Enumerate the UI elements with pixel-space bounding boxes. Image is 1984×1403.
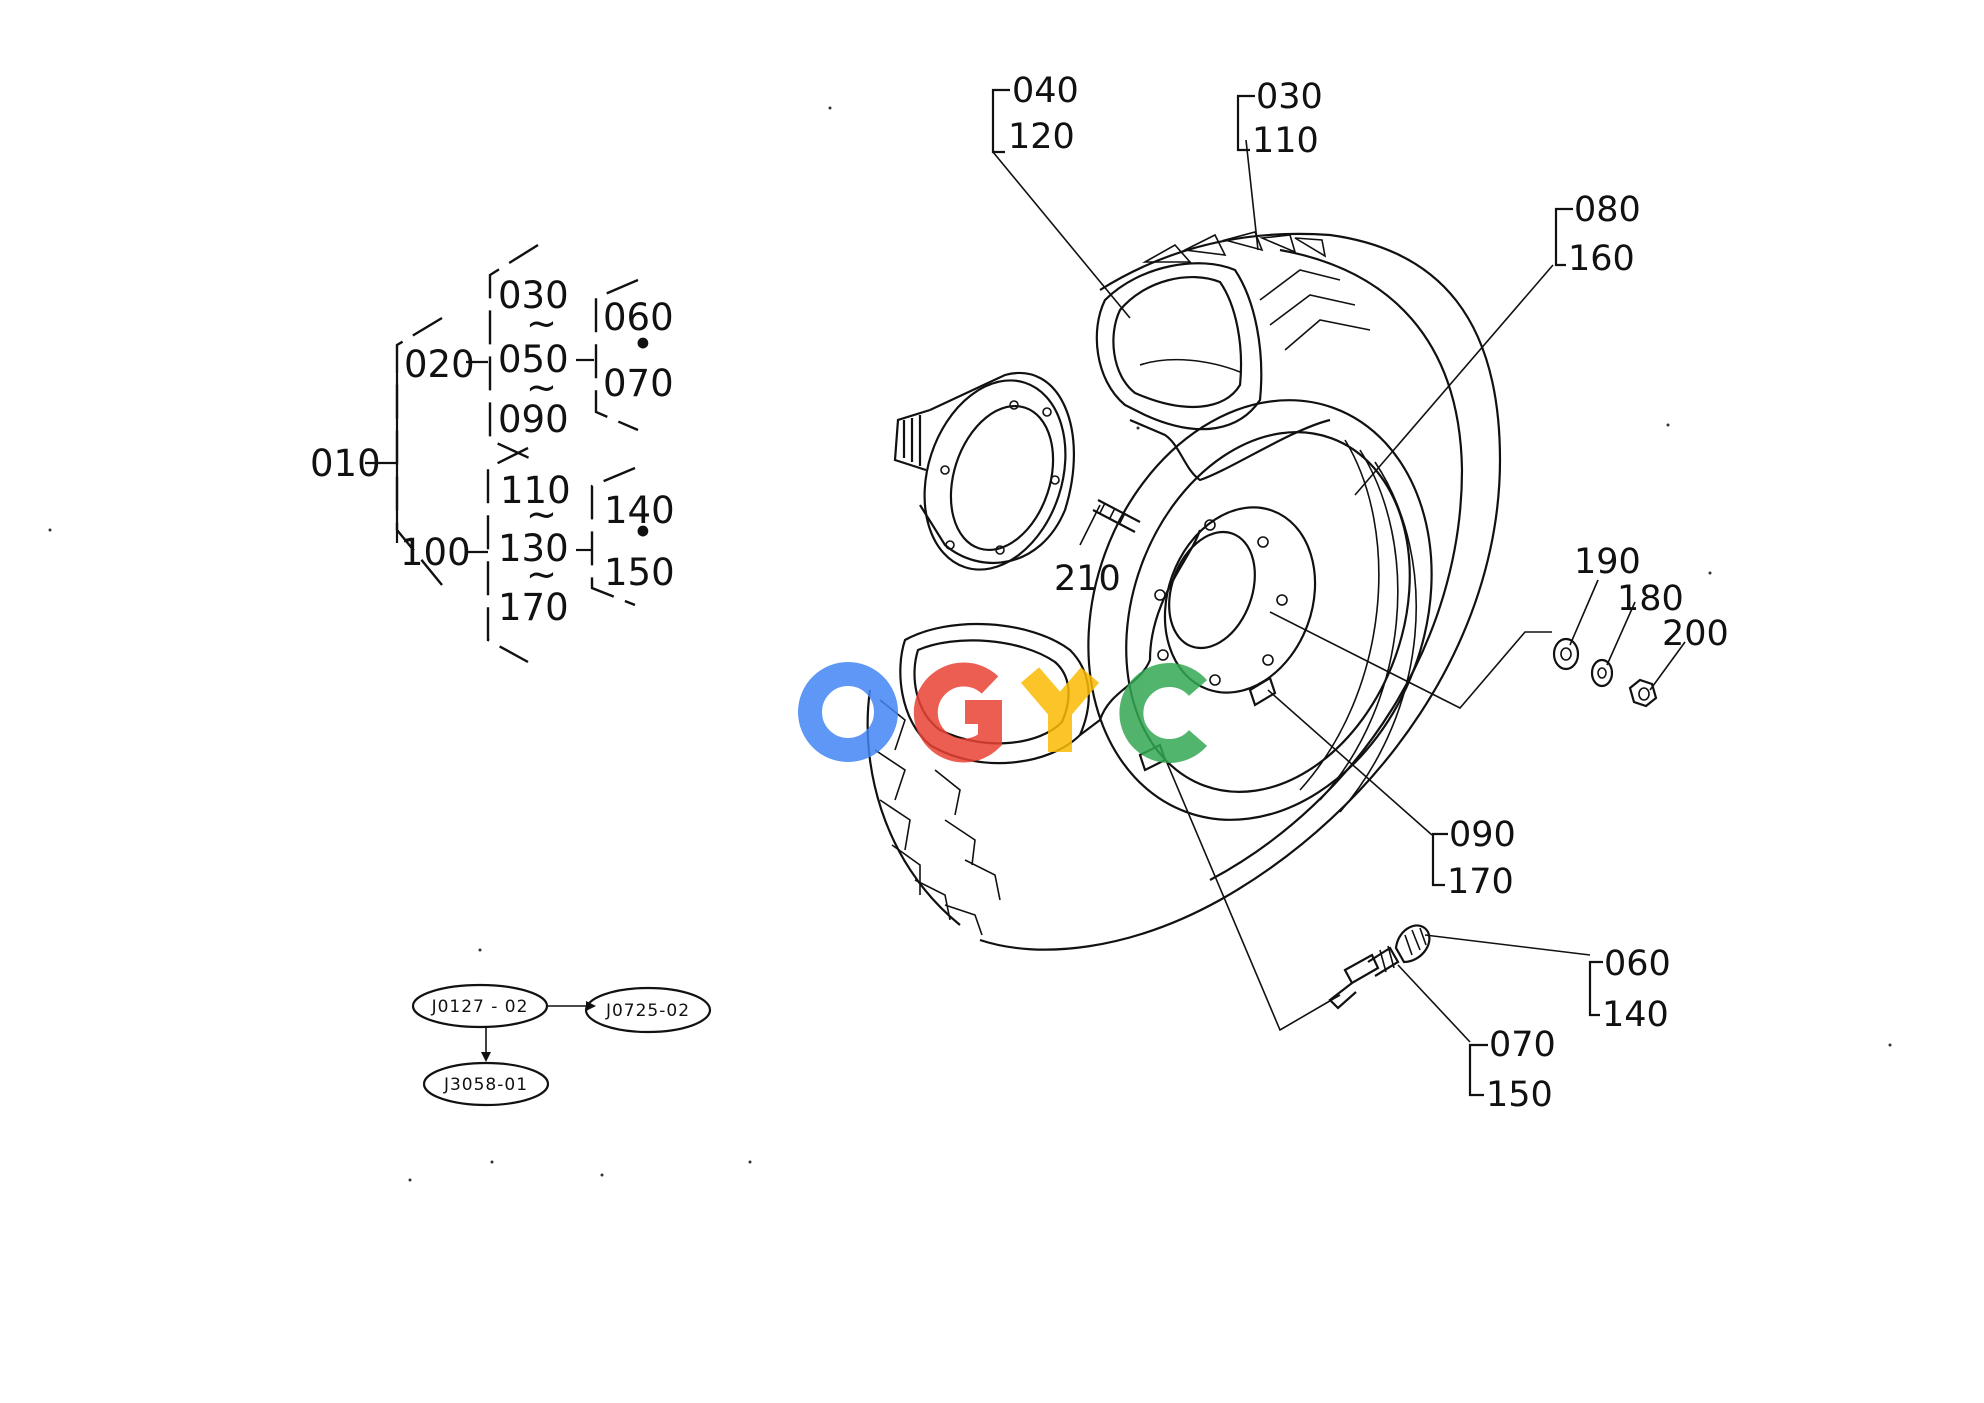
tree-group-2-sub-2: 150	[604, 551, 675, 594]
callout-080[interactable]: 080	[1574, 190, 1641, 230]
callout-200[interactable]: 200	[1662, 614, 1729, 654]
tree-group-2-range-end: 170	[498, 586, 569, 629]
tree-group-1-sub-1: 060	[603, 296, 674, 339]
ref-node-next[interactable]: J0725-02	[584, 986, 712, 1034]
callout-160[interactable]: 160	[1568, 239, 1635, 279]
tree-group-2-sub-1: 140	[604, 489, 675, 532]
fastener-set-drawing	[1552, 637, 1658, 708]
callout-030[interactable]: 030	[1256, 77, 1323, 117]
tree-group-1-range-symbol: ~	[526, 302, 557, 345]
watermark-g-icon	[913, 662, 1002, 763]
callout-140[interactable]: 140	[1602, 995, 1669, 1035]
tree-group-1-range-mid: 050	[498, 338, 569, 381]
wheel-exploded-drawing	[866, 88, 1686, 1097]
svg-text:J0725-02: J0725-02	[605, 1001, 690, 1021]
hub-flange-drawing	[893, 372, 1075, 571]
tree-group-2-range-mid: 130	[498, 527, 569, 570]
callout-150[interactable]: 150	[1486, 1075, 1553, 1115]
weight-on-rim-drawing	[1248, 676, 1277, 707]
tree-group-2-code: 100	[400, 531, 471, 574]
svg-text:J3058-01: J3058-01	[443, 1075, 528, 1095]
tree-group-2-range-symbol-2: ~	[526, 553, 557, 596]
watermark-o-icon	[798, 662, 898, 762]
reference-nodes: J0127 - 02 J0725-02 J3058-01	[411, 983, 712, 1107]
tree-group-2-range-start: 110	[500, 469, 571, 512]
watermark-logo	[798, 662, 1208, 763]
ref-arrowhead-down-icon	[481, 1052, 491, 1062]
tree-group-1-code: 020	[404, 343, 475, 386]
callout-040[interactable]: 040	[1012, 71, 1079, 111]
scan-specks	[48, 106, 1892, 1182]
leader-lines	[992, 139, 1686, 1043]
callout-070[interactable]: 070	[1489, 1025, 1556, 1065]
tree-group-1-sub-symbol: •	[632, 323, 654, 366]
callout-labels: 040 120 030 110 080 160 210 190 180 200 …	[1008, 71, 1729, 1115]
tree-group-1-range-symbol-2: ~	[526, 366, 557, 409]
parts-hierarchy-tree: 010 020 030 ~ 050 ~ 090 060 • 070 100 11…	[310, 243, 675, 664]
tree-group-1-range-start: 030	[498, 274, 569, 317]
ref-node-prev[interactable]: J3058-01	[422, 1061, 550, 1107]
tire-drawing	[866, 231, 1502, 951]
ref-node-current[interactable]: J0127 - 02	[411, 983, 549, 1029]
callout-110[interactable]: 110	[1252, 121, 1319, 161]
watermark-y-icon	[1020, 667, 1100, 752]
svg-text:J0127 - 02: J0127 - 02	[431, 997, 529, 1017]
valve-assembly-drawing	[1328, 924, 1431, 1010]
callout-brackets	[991, 88, 1603, 1097]
callout-180[interactable]: 180	[1617, 579, 1684, 619]
callout-120[interactable]: 120	[1008, 117, 1075, 157]
tree-group-2-sub-symbol: •	[632, 511, 654, 554]
callout-210[interactable]: 210	[1054, 559, 1121, 599]
watermark-c-icon	[1119, 663, 1208, 763]
tree-group-1-sub-2: 070	[603, 362, 674, 405]
rim-drawing	[1079, 399, 1433, 821]
callout-060[interactable]: 060	[1604, 944, 1671, 984]
callout-090[interactable]: 090	[1449, 815, 1516, 855]
stud-bolt-drawing	[1092, 499, 1141, 533]
tree-group-2-range-symbol: ~	[526, 493, 557, 536]
tree-group-1-range-end: 090	[498, 398, 569, 441]
callout-170[interactable]: 170	[1447, 862, 1514, 902]
callout-190[interactable]: 190	[1574, 542, 1641, 582]
